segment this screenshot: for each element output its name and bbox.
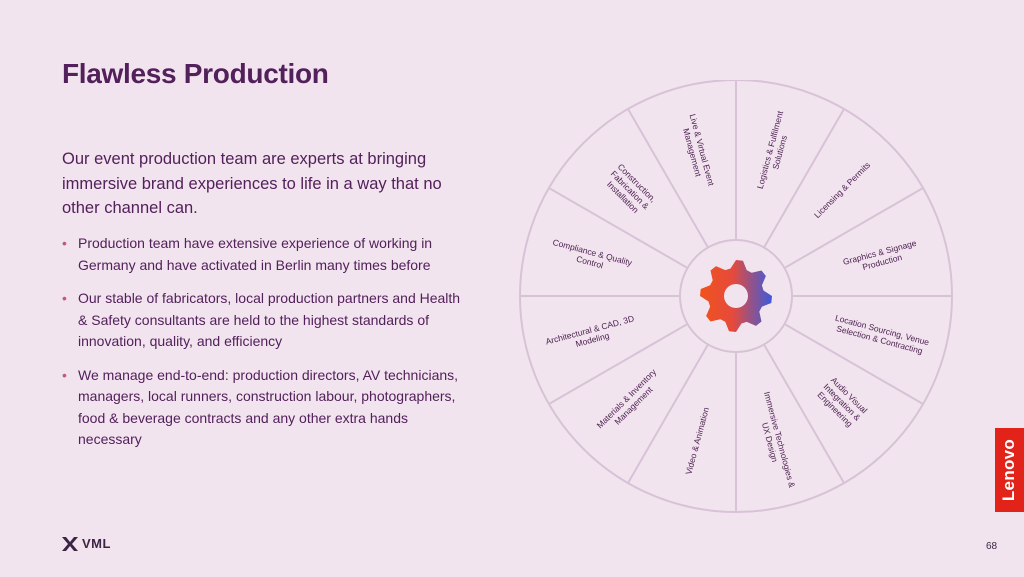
bullet-dot: • [62, 235, 67, 251]
wheel-label-line: Materials & Inventory [595, 366, 659, 430]
wheel-spoke [783, 187, 924, 269]
vml-logo: VML [62, 536, 111, 551]
bullet-dot: • [62, 366, 67, 383]
bullet-item: • We manage end-to-end: production direct… [62, 365, 472, 451]
wheel-label-line: Licensing & Permits [812, 160, 872, 220]
wheel-spoke [548, 187, 689, 269]
wheel-spoke [627, 343, 709, 484]
slide-title: Flawless Production [62, 58, 329, 89]
lenovo-logo-tab: Lenovo [995, 428, 1024, 512]
gear-icon [700, 260, 772, 332]
bullet-list: • Production team have extensive experien… [62, 233, 472, 463]
intro-paragraph: Our event production team are experts at… [62, 150, 442, 217]
wheel-spoke [627, 108, 709, 249]
wheel-spoke [763, 108, 845, 249]
wheel-label-line: Video & Animation [683, 406, 711, 476]
bullet-item: • Production team have extensive experien… [62, 233, 472, 276]
wheel-segment-label: Licensing & Permits [812, 160, 872, 220]
vml-logo-text: VML [82, 536, 111, 551]
gear-hole [724, 284, 748, 308]
wheel-segment-label: Video & Animation [683, 406, 711, 476]
bullet-text: We manage end-to-end: production directo… [78, 366, 459, 448]
vml-mark-icon [62, 536, 78, 551]
wheel-spokes [520, 80, 952, 512]
wheel-spoke [763, 343, 845, 484]
bullet-dot: • [62, 290, 67, 306]
bullet-text: Production team have extensive experienc… [78, 235, 433, 273]
lenovo-logo-text: Lenovo [999, 438, 1019, 502]
page-number: 68 [986, 541, 998, 552]
bullet-text: Our stable of fabricators, local product… [78, 290, 461, 349]
wheel-spoke [548, 323, 689, 405]
wheel-spoke [783, 323, 924, 405]
wheel-segment-label: Construction,Fabrication &Installation [605, 162, 658, 215]
bullet-item: • Our stable of fabricators, local produc… [62, 288, 472, 353]
wheel-segment-label: Immersive Technologies &UX Design [760, 390, 797, 489]
